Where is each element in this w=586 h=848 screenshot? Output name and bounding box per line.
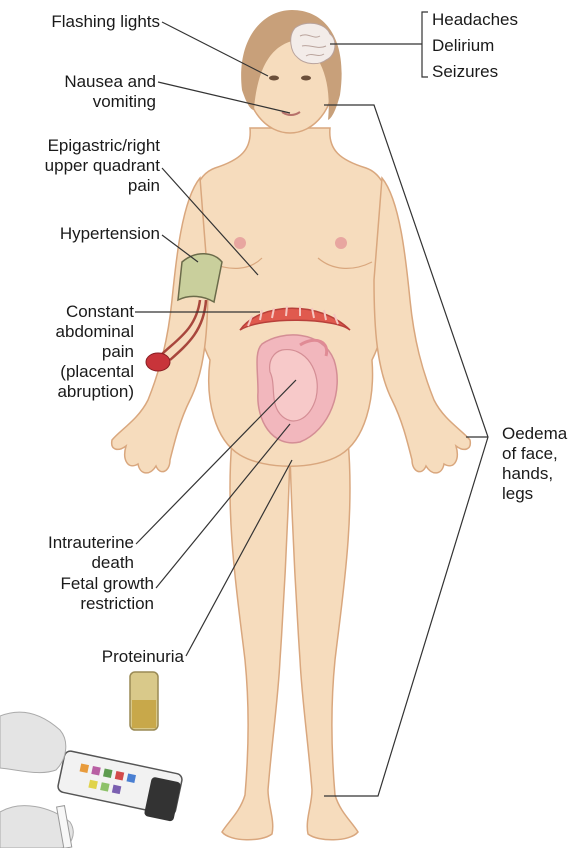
label-abdominal-pain: Constant abdominal pain (placental abrup… xyxy=(10,302,134,402)
leader-brain-bracket xyxy=(422,12,428,77)
left-leg xyxy=(222,440,290,840)
label-epigastric-pain: Epigastric/right upper quadrant pain xyxy=(4,136,160,196)
label-flashing-lights: Flashing lights xyxy=(10,12,160,32)
label-seizures: Seizures xyxy=(432,62,498,82)
urine-test xyxy=(0,672,183,848)
label-delirium: Delirium xyxy=(432,36,494,56)
label-oedema: Oedema of face, hands, legs xyxy=(502,424,586,504)
label-intrauterine-death: Intrauterine death xyxy=(10,533,134,573)
bulb-icon xyxy=(146,353,170,371)
right-leg xyxy=(290,440,358,840)
gloved-hand xyxy=(0,712,66,773)
right-arm xyxy=(374,178,470,473)
label-headaches: Headaches xyxy=(432,10,518,30)
label-nausea-vomiting: Nausea and vomiting xyxy=(10,72,156,112)
cuff-icon xyxy=(178,254,222,302)
label-fetal-growth: Fetal growth restriction xyxy=(10,574,154,614)
label-proteinuria: Proteinuria xyxy=(10,647,184,667)
label-hypertension: Hypertension xyxy=(10,224,160,244)
